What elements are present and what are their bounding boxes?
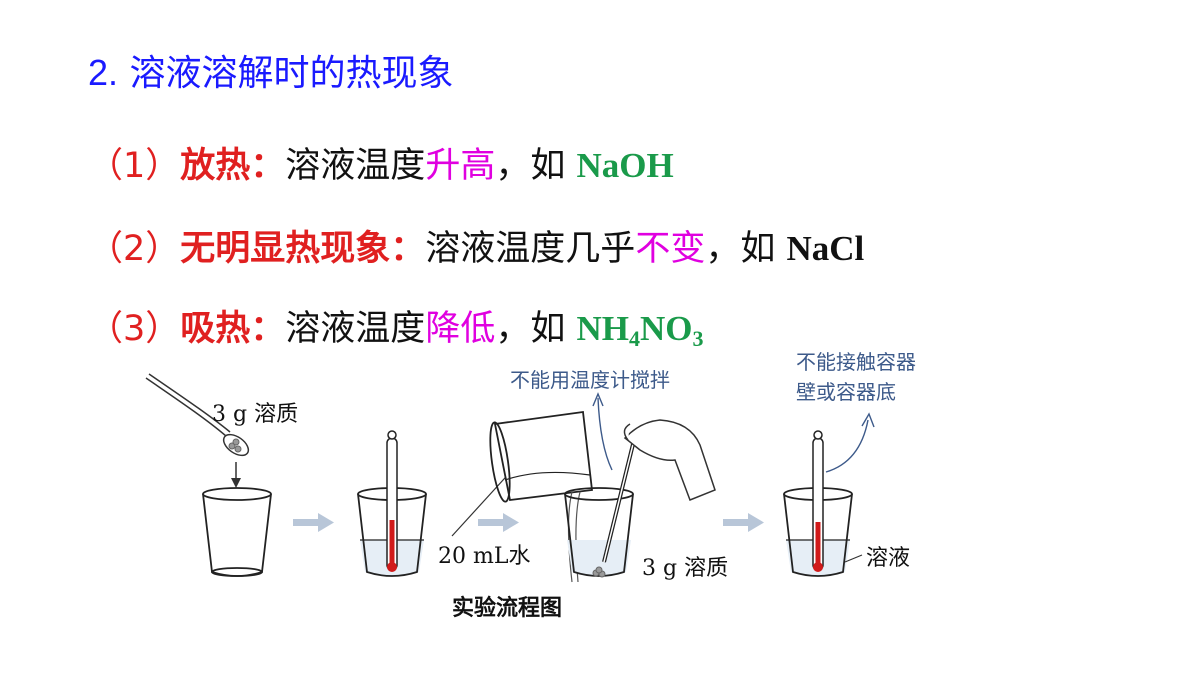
chem-subscript: 4 xyxy=(628,326,640,351)
item-label: 无明显热现象： xyxy=(180,229,426,269)
spoon-icon xyxy=(145,373,250,457)
leader-line xyxy=(451,467,515,537)
chem-part: NO xyxy=(639,309,693,348)
note-no-contact-line1: 不能接触容器 xyxy=(796,350,916,374)
caption-solute: 3 g 溶质 xyxy=(212,402,299,427)
caption-water: 20 mL水 xyxy=(438,544,531,569)
item-label: 放热： xyxy=(180,146,286,186)
figure-title: 实验流程图 xyxy=(452,595,563,621)
thermometer-icon xyxy=(386,430,398,572)
chem-subscript: 3 xyxy=(692,326,704,351)
caption-solute-2: 3 g 溶质 xyxy=(642,556,729,581)
note-no-stir: 不能用温度计搅拌 xyxy=(510,368,670,392)
beaker-empty-icon xyxy=(202,487,272,577)
item-index: （1） xyxy=(88,146,181,186)
experiment-diagram: 3 g 溶质 20 mL水 3 g 溶质 溶液 不能用温度计搅拌 不能接触容器 … xyxy=(0,350,1200,675)
item-endothermic: （3）吸热：溶液温度降低，如 NH4NO3 xyxy=(88,300,703,352)
item-highlight: 降低 xyxy=(425,309,496,349)
note-arrow-icon xyxy=(592,392,875,473)
item-pre-text: 溶液温度几乎 xyxy=(425,229,636,269)
beaker-mixing-icon xyxy=(564,487,634,578)
chem-part: NH xyxy=(576,309,629,348)
leader-line xyxy=(844,554,863,563)
chem-formula-naoh: NaOH xyxy=(576,146,674,185)
stirring-rod-icon xyxy=(602,431,638,563)
page-title: 2. 溶液溶解时的热现象 xyxy=(88,44,454,96)
item-highlight: 不变 xyxy=(635,229,706,269)
process-arrow-icon xyxy=(478,513,519,532)
item-post-text: ，如 xyxy=(705,229,787,269)
item-pre-text: 溶液温度 xyxy=(285,146,426,186)
pouring-beaker-icon xyxy=(489,410,593,503)
item-highlight: 升高 xyxy=(425,146,496,186)
hand-icon xyxy=(623,419,716,501)
process-arrow-icon xyxy=(723,513,764,532)
item-exothermic: （1）放热：溶液温度升高，如 NaOH xyxy=(88,137,674,188)
chem-formula-nh4no3: NH4NO3 xyxy=(576,309,704,351)
item-post-text: ，如 xyxy=(495,309,577,349)
item-index: （2） xyxy=(88,229,181,269)
title-text: 溶液溶解时的热现象 xyxy=(129,53,454,94)
chem-formula-nacl: NaCl xyxy=(786,229,865,268)
experiment-illustration xyxy=(145,373,875,583)
arrow-down-icon xyxy=(231,462,241,488)
item-index: （3） xyxy=(88,309,181,349)
item-post-text: ，如 xyxy=(495,146,577,186)
caption-solution: 溶液 xyxy=(866,546,911,571)
item-pre-text: 溶液温度 xyxy=(285,309,426,349)
title-number: 2. xyxy=(88,52,119,93)
item-label: 吸热： xyxy=(180,309,286,349)
note-no-contact-line2: 壁或容器底 xyxy=(796,380,896,404)
thermometer-icon xyxy=(812,430,824,572)
process-arrow-icon xyxy=(293,513,334,532)
item-no-heat: （2）无明显热现象：溶液温度几乎不变，如 NaCl xyxy=(88,220,864,271)
